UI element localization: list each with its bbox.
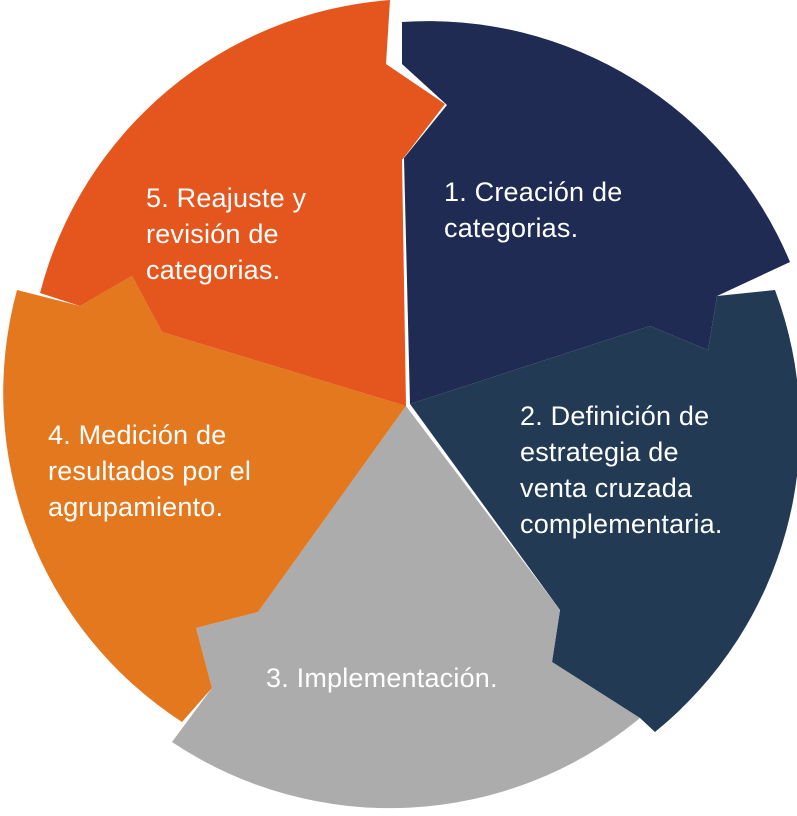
segment-3-implementacion [172, 406, 640, 809]
segment-3-label: 3. Implementación. [266, 663, 498, 693]
segment-4-medicion [3, 276, 406, 722]
segment-4-label: 4. Medición de resultados por el agrupam… [48, 420, 252, 522]
segment-2-definicion [410, 290, 797, 732]
segment-1-creacion [402, 21, 790, 404]
segment-5-reajuste [40, 0, 445, 406]
segment-1-label: 1. Creación de categorias. [444, 177, 623, 243]
segment-2-label: 2. Definición de estrategia de venta cru… [520, 401, 723, 539]
segment-5-label: 5. Reajuste y revisión de categorias. [146, 183, 307, 285]
